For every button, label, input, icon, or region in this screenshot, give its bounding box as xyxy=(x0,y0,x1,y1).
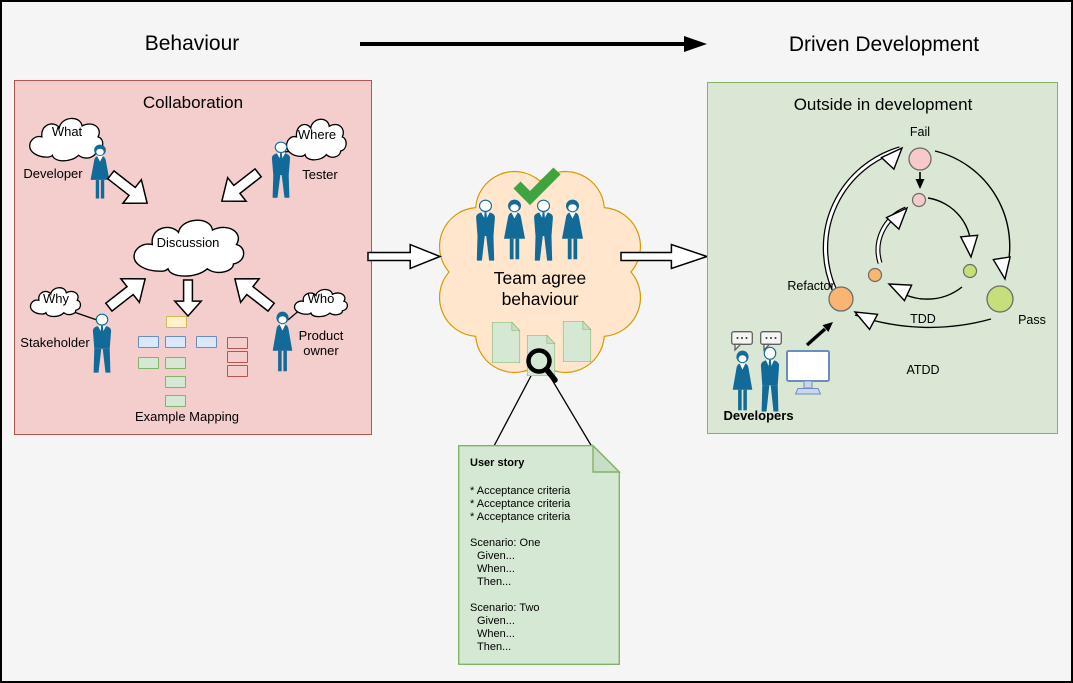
rule-card-blue xyxy=(196,336,217,348)
user-story-doc-shape xyxy=(458,444,621,665)
inner-pass-node xyxy=(962,263,978,279)
cloud-to-outside-arrow xyxy=(619,243,709,270)
developer-label: Developer xyxy=(23,166,83,181)
outside-in-title: Outside in development xyxy=(793,95,973,114)
product-owner-label: Product owner xyxy=(298,328,344,358)
developers-label: Developers xyxy=(723,408,794,423)
discussion-cloud-label: Discussion xyxy=(156,235,220,250)
pass-label: Pass xyxy=(1018,313,1046,327)
stakeholder-label: Stakeholder xyxy=(20,335,90,350)
scenario-heading: Scenario: One xyxy=(470,537,541,549)
developer-male-figure xyxy=(760,346,780,413)
refactor-node xyxy=(828,286,854,312)
cycle-arrowhead xyxy=(850,303,879,331)
pass-node xyxy=(986,285,1014,313)
collaboration-title: Collaboration xyxy=(142,93,244,112)
what-cloud-label: What xyxy=(51,124,83,139)
discussion-to-mapping-arrow xyxy=(174,279,202,317)
fail-down-arrowhead xyxy=(915,179,925,189)
atdd-outer-arc-right xyxy=(934,150,1011,274)
example-card-green xyxy=(165,395,186,407)
cycle-arrowhead xyxy=(884,275,913,302)
scenario-step: When... xyxy=(477,628,515,640)
monitor-icon xyxy=(786,350,830,395)
question-card-red xyxy=(227,365,248,377)
acceptance-criteria-line: * Acceptance criteria xyxy=(470,485,571,497)
tester-label: Tester xyxy=(302,167,338,182)
team-person-male-icon xyxy=(475,199,496,262)
product-owner-figure xyxy=(272,311,293,372)
developers-to-refactor-arrow xyxy=(805,327,827,347)
header-right-title: Driven Development xyxy=(788,33,980,56)
cycle-arrowhead xyxy=(960,234,981,259)
acceptance-criteria-line: * Acceptance criteria xyxy=(470,498,571,510)
speech-bubble-icon xyxy=(731,331,753,351)
team-agree-line1: Team agree xyxy=(493,268,587,288)
scenario-step: Given... xyxy=(477,615,515,627)
team-person-male-icon xyxy=(533,199,554,262)
header-left-title: Behaviour xyxy=(144,32,240,55)
example-card-green xyxy=(138,357,159,369)
acceptance-criteria-line: * Acceptance criteria xyxy=(470,511,571,523)
refactor-label: Refactor xyxy=(787,279,835,293)
tdd-atdd-cycle xyxy=(805,141,1015,347)
header-arrow xyxy=(360,36,707,52)
rule-card-blue xyxy=(165,336,186,348)
team-agree-label: Team agree behaviour xyxy=(464,268,616,310)
fail-label: Fail xyxy=(909,125,931,139)
feature-doc-icon xyxy=(562,320,592,363)
example-card-green xyxy=(165,376,186,388)
example-mapping-label: Example Mapping xyxy=(134,409,240,424)
fail-node xyxy=(908,147,932,171)
team-person-female-icon xyxy=(561,199,584,260)
where-cloud-label: Where xyxy=(297,127,337,142)
feature-doc-icon xyxy=(491,321,521,364)
atdd-label: ATDD xyxy=(906,363,940,377)
scenario-step: When... xyxy=(477,563,515,575)
scenario-step: Then... xyxy=(477,576,512,588)
question-card-red xyxy=(227,337,248,349)
who-cloud-label: Who xyxy=(307,291,335,306)
magnifier-icon xyxy=(526,348,558,383)
rule-card-blue xyxy=(138,336,159,348)
scenario-step: Given... xyxy=(477,550,515,562)
example-card-green xyxy=(165,357,186,369)
developer-female-figure xyxy=(732,350,753,411)
story-card-yellow xyxy=(166,316,187,328)
question-card-red xyxy=(227,351,248,363)
collab-to-cloud-arrow xyxy=(367,243,441,270)
checkmark-icon xyxy=(513,167,561,206)
scenario-heading: Scenario: Two xyxy=(470,602,540,614)
scenario-step: Then... xyxy=(477,641,512,653)
inner-refactor-node xyxy=(867,267,883,283)
user-story-title: User story xyxy=(470,457,525,469)
cycle-arrowhead xyxy=(992,256,1015,282)
tdd-label: TDD xyxy=(910,312,936,326)
cycle-arrowhead xyxy=(880,141,909,170)
why-cloud-label: Why xyxy=(43,291,69,306)
inner-fail-node xyxy=(911,192,927,208)
outside-in-panel: Outside in development xyxy=(707,82,1058,434)
user-story-doc: User story * Acceptance criteria * Accep… xyxy=(458,444,621,665)
team-agree-line2: behaviour xyxy=(501,289,579,309)
atdd-outer-arc-left xyxy=(822,146,901,291)
cycle-arrowhead xyxy=(885,201,914,230)
team-person-female-icon xyxy=(503,199,526,260)
